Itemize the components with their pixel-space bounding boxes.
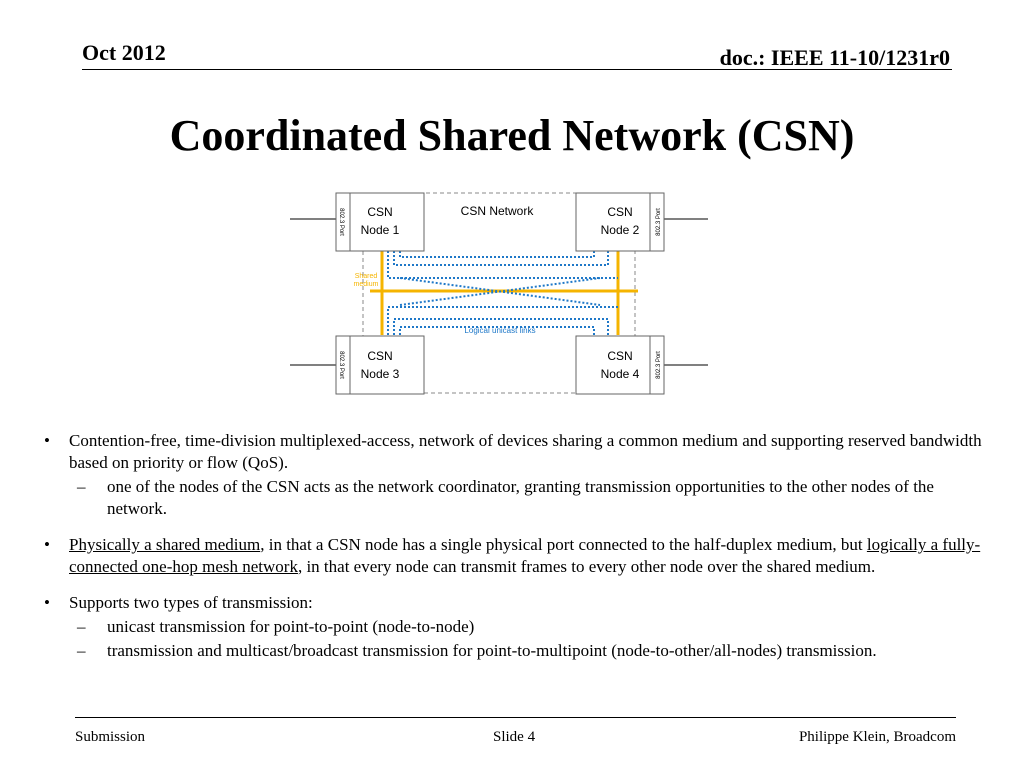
csn-node-1: 802.3 Port CSN Node 1 (335, 192, 425, 252)
bullet-list: • Contention-free, time-division multipl… (42, 430, 992, 662)
footer-author: Philippe Klein, Broadcom (798, 729, 956, 745)
csn-diagram: CSN Network Shared medium Logical unicas… (290, 192, 708, 395)
node-4-line1: CSN (607, 349, 632, 363)
header-divider (82, 69, 952, 70)
bullet-1-sub: – one of the nodes of the CSN acts as th… (42, 476, 992, 520)
node-3-line1: CSN (367, 349, 392, 363)
node-4-port-label: 802.3 Port (656, 351, 662, 379)
node-2-line2: Node 2 (601, 223, 640, 237)
bullet-2-text-1: , in that a CSN node has a single physic… (260, 535, 867, 554)
slide-title: Coordinated Shared Network (CSN) (169, 111, 855, 160)
csn-node-2: 802.3 Port CSN Node 2 (575, 192, 665, 252)
csn-node-4: 802.3 Port CSN Node 4 (575, 335, 665, 395)
bullet-2-underline-1: Physically a shared medium (69, 535, 261, 554)
bullet-2: • Physically a shared medium, in that a … (42, 534, 992, 578)
header-doc-id: doc.: IEEE 11-10/1231r0 (719, 45, 950, 70)
bullet-3: • Supports two types of transmission: (42, 592, 992, 614)
node-3-line2: Node 3 (361, 367, 400, 381)
dash-mark: – (77, 641, 86, 660)
dash-mark: – (77, 477, 86, 496)
footer-divider (75, 717, 956, 718)
footer-submission: Submission (75, 729, 146, 745)
links-label: Logical unicast links (464, 326, 535, 335)
node-1-line1: CSN (367, 205, 392, 219)
network-label: CSN Network (461, 204, 535, 218)
bullet-3-sub-1: – unicast transmission for point-to-poin… (42, 616, 992, 638)
bullet-2-underline-2: logically a fully-connected one-hop mesh… (69, 535, 981, 576)
node-1-port-label: 802.3 Port (338, 208, 344, 236)
node-2-port-label: 802.3 Port (656, 208, 662, 236)
bullet-mark: • (44, 431, 50, 450)
node-2-line1: CSN (607, 205, 632, 219)
bullet-3-sub-2: – transmission and multicast/broadcast t… (42, 640, 992, 662)
bullet-2-text-2: , in that every node can transmit frames… (297, 557, 876, 576)
network-boundary (362, 192, 636, 394)
bullet-3-sub-1-text: unicast transmission for point-to-point … (107, 617, 475, 636)
bullet-1: • Contention-free, time-division multipl… (42, 430, 992, 474)
shared-medium-label-2: medium (354, 281, 379, 288)
bullet-mark: • (44, 535, 50, 554)
bullet-1-sub-text: one of the nodes of the CSN acts as the … (107, 477, 934, 518)
node-1-line2: Node 1 (361, 223, 400, 237)
bullet-1-text: Contention-free, time-division multiplex… (69, 431, 982, 472)
footer-slide-number: Slide 4 (493, 729, 536, 745)
bullet-3-text: Supports two types of transmission: (69, 593, 313, 612)
csn-node-3: 802.3 Port CSN Node 3 (335, 335, 425, 395)
node-3-port-label: 802.3 Port (338, 351, 344, 379)
bullet-3-sub-2-text: transmission and multicast/broadcast tra… (107, 641, 877, 660)
bullet-mark: • (44, 593, 50, 612)
node-4-line2: Node 4 (601, 367, 640, 381)
logical-unicast-links (387, 251, 618, 335)
shared-medium-label: Shared (355, 273, 378, 280)
header-date: Oct 2012 (82, 40, 166, 65)
dash-mark: – (77, 617, 86, 636)
